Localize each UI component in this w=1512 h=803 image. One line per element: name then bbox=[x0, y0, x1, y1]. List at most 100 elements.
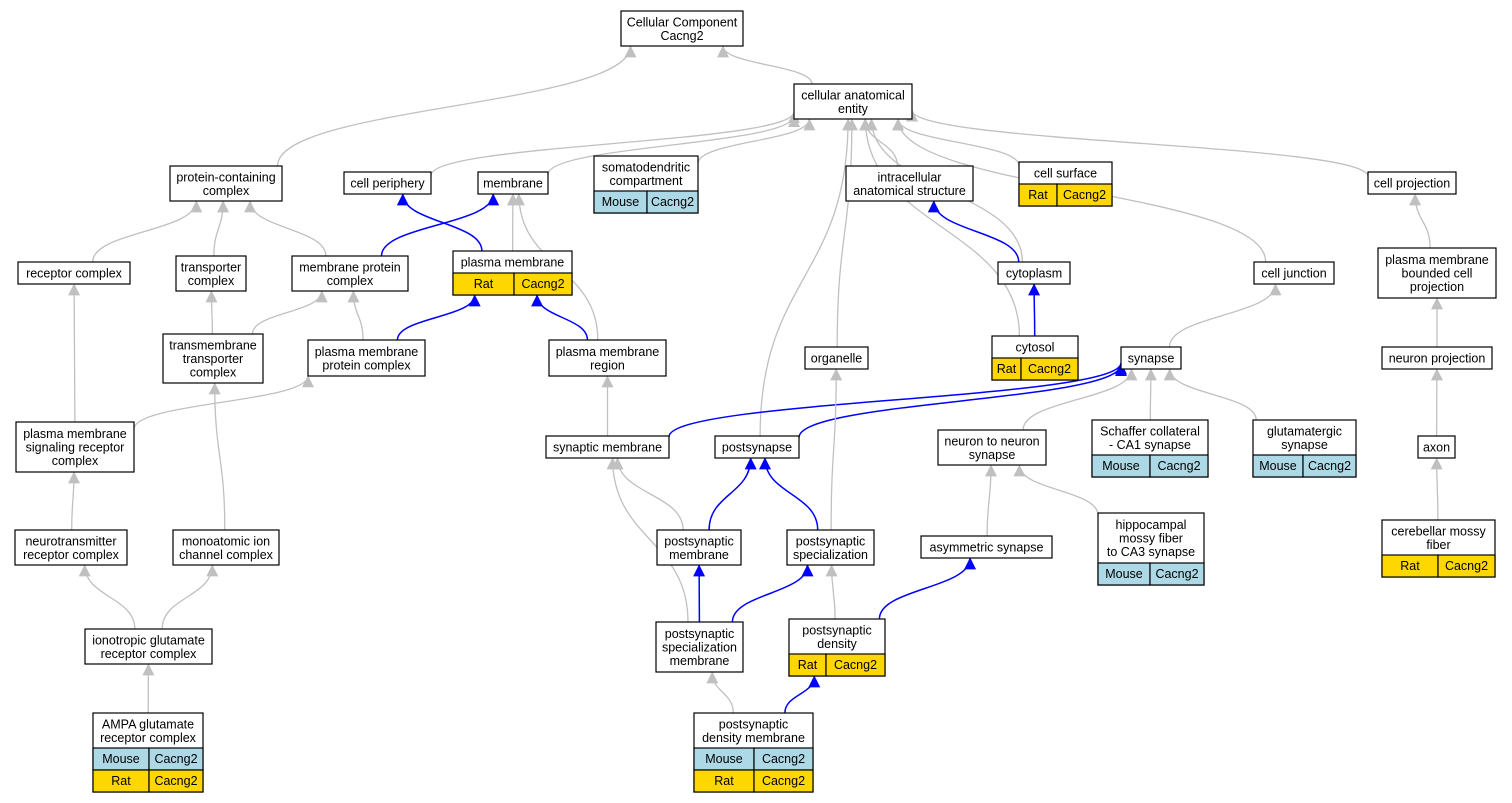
edge-psm-to-postsyn bbox=[708, 457, 757, 531]
node-label-line: region bbox=[590, 358, 625, 372]
node-label-line: specialization bbox=[793, 548, 868, 562]
node-label-line: signaling receptor bbox=[26, 441, 125, 455]
node-celljunc[interactable]: cell junction bbox=[1253, 261, 1335, 285]
node-box bbox=[845, 165, 974, 202]
node-box bbox=[786, 529, 875, 566]
gene-cell bbox=[1056, 183, 1113, 207]
node-cytoplasm[interactable]: cytoplasm bbox=[997, 261, 1071, 285]
edge-pmsrc-to-pmpc bbox=[133, 375, 314, 430]
edge-schaffer-to-synapse bbox=[1144, 368, 1157, 421]
node-box bbox=[1367, 171, 1457, 195]
node-label-line: channel complex bbox=[179, 548, 274, 562]
edge-psd-to-pss bbox=[825, 564, 838, 620]
node-organelle[interactable]: organelle bbox=[804, 346, 869, 370]
species-label: Mouse bbox=[1259, 459, 1297, 473]
gene-cell bbox=[825, 653, 886, 677]
gene-label: Cacng2 bbox=[651, 195, 694, 209]
node-label-line: entity bbox=[838, 102, 869, 116]
node-box bbox=[1253, 261, 1335, 285]
node-label-line: transmembrane bbox=[169, 339, 257, 353]
node-label-line: - CA1 synapse bbox=[1109, 438, 1191, 452]
gene-cell bbox=[753, 769, 814, 793]
node-label-line: postsynaptic bbox=[719, 717, 788, 731]
species-label: Rat bbox=[798, 658, 818, 672]
edge-membrane-to-cae bbox=[547, 115, 800, 175]
node-label-line: axon bbox=[1423, 441, 1450, 455]
species-label: Mouse bbox=[1102, 459, 1140, 473]
node-label-line: membrane protein bbox=[299, 260, 400, 274]
node-label-line: complex bbox=[52, 454, 99, 468]
edge-cytoplasm-to-ias bbox=[927, 200, 1020, 263]
gene-cell bbox=[1149, 454, 1209, 478]
node-label-line: specialization bbox=[662, 641, 737, 655]
node-box bbox=[714, 435, 800, 459]
node-neuronproj[interactable]: neuron projection bbox=[1381, 346, 1493, 370]
node-label-line: fiber bbox=[1426, 538, 1450, 552]
node-box bbox=[175, 255, 247, 292]
edge-transporter-to-pcc bbox=[213, 200, 230, 257]
node-cellproj[interactable]: cell projection bbox=[1367, 171, 1457, 195]
node-label-line: mossy fiber bbox=[1119, 532, 1183, 546]
edge-somato-to-cae bbox=[697, 118, 816, 164]
node-synapse[interactable]: synapse bbox=[1120, 346, 1182, 370]
node-label-line: synaptic membrane bbox=[553, 441, 662, 455]
node-label-line: receptor complex bbox=[26, 267, 123, 281]
node-axon[interactable]: axon bbox=[1417, 435, 1456, 459]
node-label-line: synapse bbox=[1281, 438, 1328, 452]
node-label-line: hippocampal bbox=[1116, 518, 1187, 532]
node-synmem[interactable]: synaptic membrane bbox=[545, 435, 670, 459]
node-cellperiph[interactable]: cell periphery bbox=[343, 171, 432, 195]
node-label-line: cell surface bbox=[1034, 167, 1097, 181]
gene-label: Cacng2 bbox=[154, 774, 197, 788]
gene-label: Cacng2 bbox=[762, 752, 805, 766]
node-label-line: to CA3 synapse bbox=[1107, 545, 1195, 559]
node-label-line: intracellular bbox=[878, 170, 942, 184]
edge-organelle-to-cae bbox=[836, 118, 858, 348]
node-label-line: complex bbox=[188, 274, 235, 288]
edge-cytosol-to-cytoplasm bbox=[1028, 283, 1041, 337]
node-label-line: postsynaptic bbox=[802, 623, 871, 637]
node-asym[interactable]: asymmetric synapse bbox=[920, 535, 1053, 559]
node-postsyn[interactable]: postsynapse bbox=[714, 435, 800, 459]
edge-cmf-to-axon bbox=[1430, 457, 1443, 521]
node-box bbox=[477, 171, 549, 195]
node-label-line: receptor complex bbox=[101, 647, 198, 661]
edge-receptor-to-pcc bbox=[92, 200, 203, 263]
node-box bbox=[548, 339, 667, 377]
node-membrane[interactable]: membrane bbox=[477, 171, 549, 195]
node-receptor[interactable]: receptor complex bbox=[17, 261, 131, 285]
edge-n2n-to-synapse bbox=[1022, 368, 1138, 431]
gene-label: Cacng2 bbox=[1063, 188, 1106, 202]
edge-psdm-to-pssm bbox=[706, 671, 734, 714]
edge-synapse-to-celljunc bbox=[1168, 283, 1282, 348]
